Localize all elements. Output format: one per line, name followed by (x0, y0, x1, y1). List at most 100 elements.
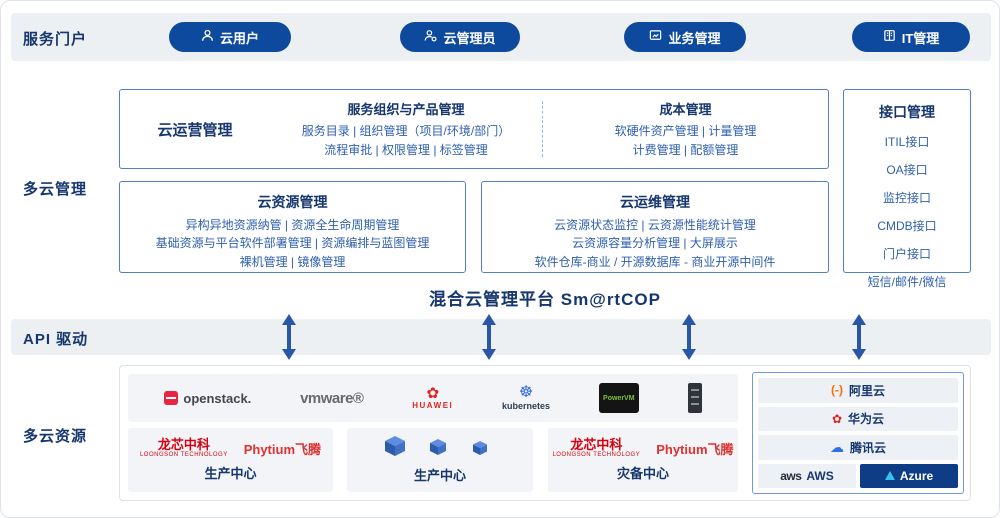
cloud-resource-line: 裸机管理 | 镜像管理 (239, 254, 346, 269)
multicloud-mgmt-label: 多云管理 (23, 181, 88, 198)
center-label: 生产中心 (204, 466, 257, 481)
vendor-logo-strip: openstack. vmware® ✿ HUAWEI ☸ kubernetes… (128, 374, 738, 422)
powervm-wordmark: PowerVM (603, 394, 635, 402)
chip-logo-row: 龙芯中科 LOONGSON TECHNOLOGY Phytium飞腾 (140, 438, 321, 458)
cloud-label: 阿里云 (848, 383, 885, 398)
cloud-row-huawei: ✿ 华为云 (758, 406, 958, 431)
cloud-row-tencent: ☁ 腾讯云 (758, 435, 958, 460)
service-portal-label: 服务门户 (23, 31, 88, 48)
cost-mgmt-section: 成本管理 软硬件资产管理 | 计量管理 计费管理 | 配额管理 (543, 99, 828, 159)
cloud-row-alibaba: (-) 阿里云 (758, 378, 958, 403)
cloud-ops-line: 软件仓库-商业 / 开源数据库 - 商业开源中间件 (534, 254, 776, 269)
cloud-row-aws-azure: aws AWS Azure (758, 463, 958, 488)
business-chart-icon (649, 29, 662, 45)
cost-mgmt-title: 成本管理 (659, 101, 712, 117)
huawei-flower-icon: ✿ (426, 385, 440, 402)
portal-button-label: IT管理 (901, 30, 940, 46)
huawei-flower-icon: ✿ (831, 411, 843, 426)
interface-item: CMDB接口 (877, 219, 937, 233)
tencent-cloud-icon: ☁ (829, 438, 844, 455)
server-icon (687, 383, 702, 413)
openstack-icon (164, 391, 179, 405)
cloud-ops-box: 云运维管理 云资源状态监控 | 云资源性能统计管理 云资源容量分析管理 | 大屏… (481, 181, 829, 273)
cloud-resource-title: 云资源管理 (257, 194, 328, 210)
huawei-wordmark: HUAWEI (412, 401, 454, 410)
cloud-ops-line: 云资源状态监控 | 云资源性能统计管理 (554, 218, 756, 232)
interface-mgmt-title: 接口管理 (879, 104, 935, 120)
alibaba-cloud-icon: (-) (830, 383, 843, 398)
cloud-ops-line: 云资源容量分析管理 | 大屏展示 (572, 236, 738, 251)
cubes-icon (385, 436, 487, 456)
double-arrow-icon (482, 314, 496, 360)
phytium-logo: Phytium飞腾 (656, 441, 734, 457)
public-clouds-box: (-) 阿里云 ✿ 华为云 ☁ 腾讯云 aws AWS Azure (752, 372, 964, 494)
cost-mgmt-line: 软硬件资产管理 | 计量管理 (614, 123, 757, 138)
platform-title: 混合云管理平台 Sm@rtCOP (429, 290, 661, 309)
cost-mgmt-line: 计费管理 | 配额管理 (632, 142, 739, 157)
portal-button-it-mgmt[interactable]: IT管理 (852, 22, 970, 52)
portal-button-label: 云用户 (219, 30, 259, 46)
portal-button-label: 业务管理 (668, 30, 721, 46)
cloud-label: AWS (806, 468, 834, 483)
openstack-logo: openstack. (164, 391, 251, 406)
disaster-recovery-center: 龙芯中科 LOONGSON TECHNOLOGY Phytium飞腾 灾备中心 (548, 428, 738, 492)
production-center-1: 龙芯中科 LOONGSON TECHNOLOGY Phytium飞腾 生产中心 (128, 428, 333, 492)
api-driven-label: API 驱动 (23, 331, 89, 348)
dashed-divider (542, 101, 543, 157)
phytium-logo: Phytium飞腾 (243, 441, 322, 457)
portal-button-label: 云管理员 (443, 30, 496, 46)
azure-icon (884, 471, 895, 481)
huawei-logo: ✿ HUAWEI (412, 386, 453, 410)
center-label: 灾备中心 (616, 466, 669, 481)
cloud-label: 腾讯云 (849, 440, 886, 455)
cloud-label: Azure (899, 468, 934, 483)
loongson-wordmark: 龙芯中科 (157, 437, 210, 452)
cloud-ops-title: 云运维管理 (620, 194, 690, 210)
interface-item: ITIL接口 (884, 135, 930, 149)
production-center-2: 生产中心 (347, 428, 533, 492)
azure-cell: Azure (860, 463, 958, 488)
loongson-logo: 龙芯中科 LOONGSON TECHNOLOGY (552, 438, 640, 458)
it-book-icon (883, 29, 896, 45)
interface-mgmt-box: 接口管理 ITIL接口 OA接口 监控接口 CMDB接口 门户接口 短信/邮件/… (843, 89, 971, 289)
openstack-wordmark: openstack. (183, 390, 252, 406)
interface-item: OA接口 (886, 163, 928, 177)
cloud-resource-line: 异构异地资源纳管 | 资源全生命周期管理 (185, 218, 400, 232)
interface-item: 短信/邮件/微信 (867, 275, 947, 289)
vmware-logo: vmware® (300, 389, 364, 407)
admin-user-icon (424, 29, 437, 45)
cloud-operation-box: 云运营管理 服务组织与产品管理 服务目录 | 组织管理（项目/环境/部门） 流程… (119, 89, 829, 169)
multicloud-resources-container: openstack. vmware® ✿ HUAWEI ☸ kubernetes… (119, 365, 971, 501)
loongson-wordmark: 龙芯中科 (570, 437, 623, 452)
portal-button-cloud-user[interactable]: 云用户 (169, 22, 291, 52)
powervm-logo: PowerVM (598, 383, 639, 413)
interface-item: 监控接口 (882, 191, 931, 205)
kubernetes-logo: ☸ kubernetes (502, 385, 550, 411)
kubernetes-wheel-icon: ☸ (518, 384, 534, 401)
cloud-operation-title: 云运营管理 (157, 121, 233, 139)
cloud-resource-line: 基础资源与平台软件部署管理 | 资源编排与蓝图管理 (155, 236, 430, 251)
portal-button-business-mgmt[interactable]: 业务管理 (624, 22, 746, 52)
service-org-title: 服务组织与产品管理 (347, 101, 465, 117)
loongson-logo: 龙芯中科 LOONGSON TECHNOLOGY (140, 438, 228, 458)
portal-button-cloud-admin[interactable]: 云管理员 (400, 22, 520, 52)
double-arrow-icon (852, 314, 866, 360)
kubernetes-wordmark: kubernetes (502, 401, 551, 411)
cloud-resource-box: 云资源管理 异构异地资源纳管 | 资源全生命周期管理 基础资源与平台软件部署管理… (119, 181, 466, 273)
service-org-section: 服务组织与产品管理 服务目录 | 组织管理（项目/环境/部门） 流程审批 | 权… (270, 99, 542, 159)
loongson-subtext: LOONGSON TECHNOLOGY (552, 452, 641, 458)
interface-item: 门户接口 (882, 247, 931, 261)
center-label: 生产中心 (413, 468, 466, 483)
chip-logo-row: 龙芯中科 LOONGSON TECHNOLOGY Phytium飞腾 (552, 438, 733, 458)
loongson-subtext: LOONGSON TECHNOLOGY (139, 452, 228, 458)
service-org-line: 流程审批 | 权限管理 | 标签管理 (324, 142, 488, 157)
multicloud-resources-label: 多云资源 (23, 428, 88, 445)
user-icon (201, 29, 214, 45)
double-arrow-icon (282, 314, 296, 360)
api-strip (11, 319, 991, 355)
aws-logo: aws (780, 468, 802, 483)
vmware-wordmark: vmware® (300, 389, 364, 407)
service-org-line: 服务目录 | 组织管理（项目/环境/部门） (301, 123, 511, 138)
aws-cell: aws AWS (758, 463, 856, 488)
